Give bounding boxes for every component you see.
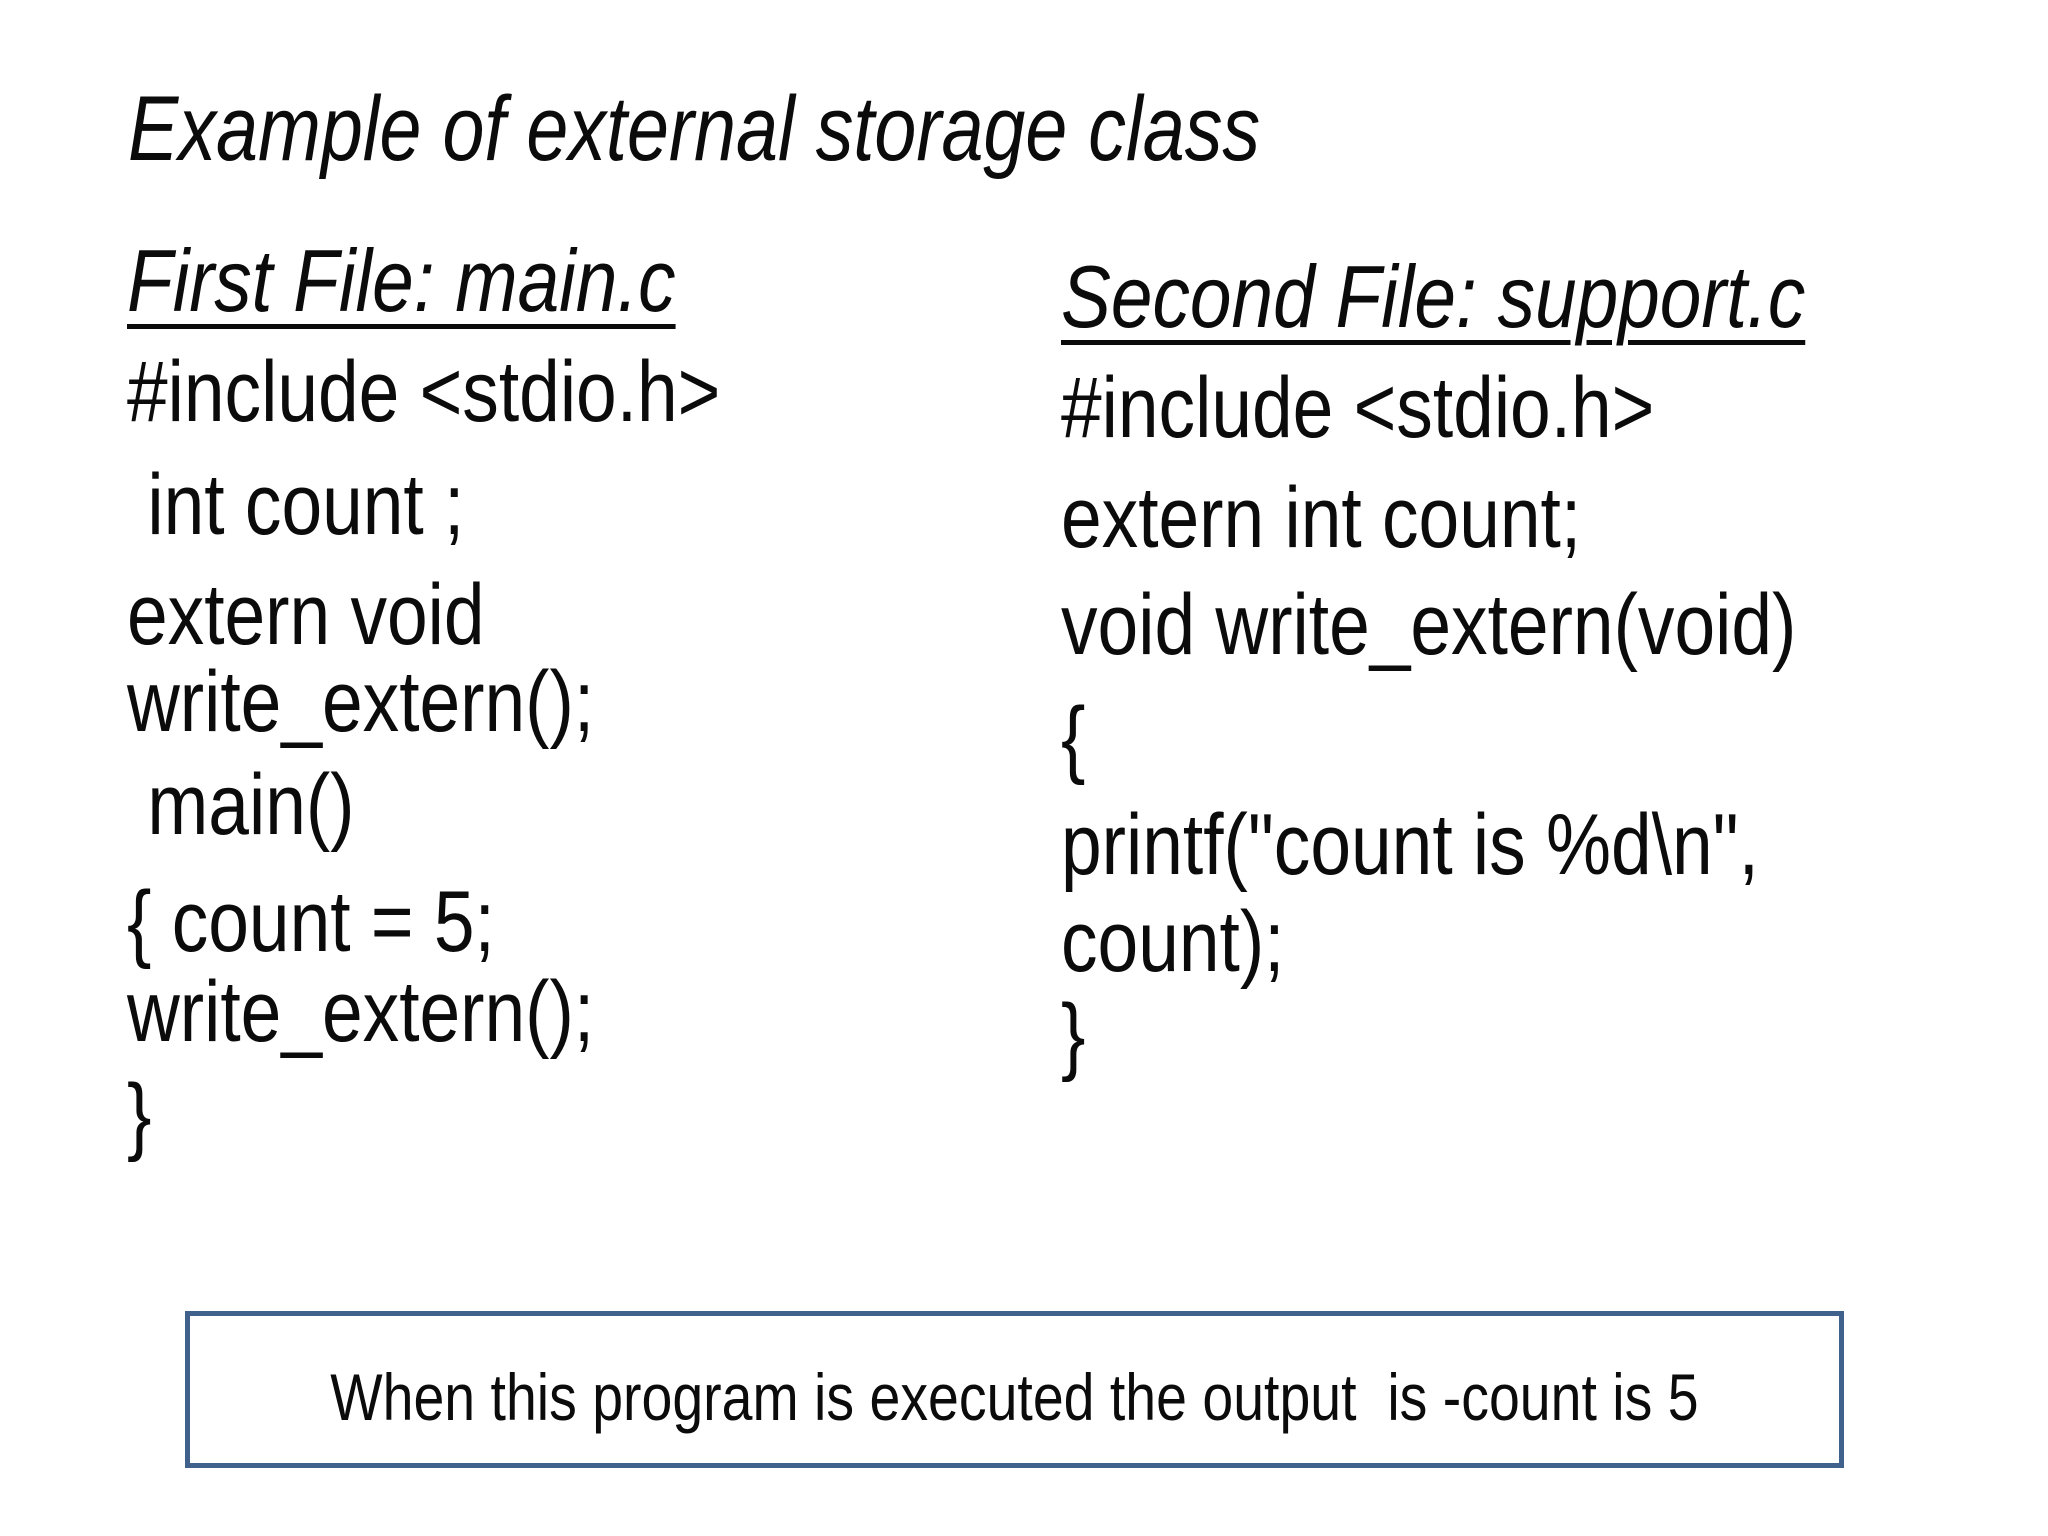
code-line: {	[1061, 690, 1086, 786]
right-file-column: Second File: support.c #include <stdio.h…	[1061, 247, 2021, 1083]
right-file-header: Second File: support.c	[1061, 247, 1806, 346]
code-line: extern void	[127, 567, 485, 663]
code-line: main()	[147, 757, 355, 853]
code-line: write_extern();	[127, 964, 595, 1060]
code-line: extern int count;	[1061, 470, 1582, 566]
output-note-text: When this program is executed the output…	[330, 1359, 1699, 1434]
code-line: int count ;	[147, 457, 465, 553]
left-file-header: First File: main.c	[127, 231, 676, 330]
code-line: }	[127, 1067, 152, 1163]
page-title: Example of external storage class	[128, 78, 1261, 180]
code-line: }	[1061, 987, 1086, 1083]
code-line: #include <stdio.h>	[127, 344, 721, 440]
output-note-box: When this program is executed the output…	[185, 1311, 1844, 1468]
code-line: printf("count is %d\n",	[1061, 797, 1759, 893]
code-line: void write_extern(void)	[1061, 577, 1797, 673]
code-line: { count = 5;	[127, 874, 495, 970]
code-line: #include <stdio.h>	[1061, 360, 1655, 456]
left-file-column: First File: main.c #include <stdio.h> in…	[127, 231, 1027, 1163]
code-line: count);	[1061, 894, 1285, 990]
code-line: write_extern();	[127, 654, 595, 750]
